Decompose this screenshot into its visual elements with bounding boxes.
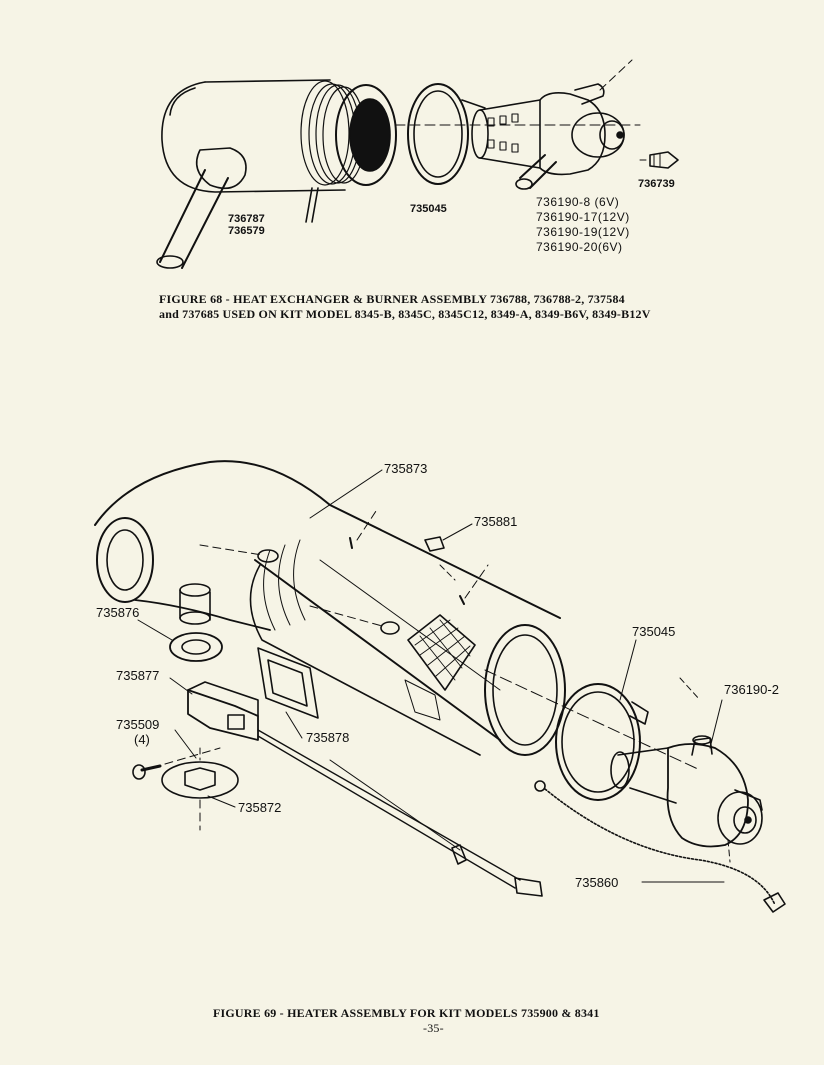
figure69-heater-drawing bbox=[94, 460, 786, 913]
part-736787-label: 736787 bbox=[228, 213, 265, 225]
part-735877-label: 735877 bbox=[116, 668, 159, 683]
part-735876-label: 735876 bbox=[96, 605, 139, 620]
figure68-caption-line2: and 737685 USED ON KIT MODEL 8345-B, 834… bbox=[159, 307, 651, 321]
part-736190-20-label: 736190-20(6V) bbox=[536, 240, 623, 254]
page-number: -35- bbox=[423, 1021, 444, 1035]
part-736579-label: 736579 bbox=[228, 225, 265, 237]
part-735045-label-fig69: 735045 bbox=[632, 624, 675, 639]
figure68-heat-exchanger-drawing bbox=[156, 59, 679, 269]
part-735873-label: 735873 bbox=[384, 461, 427, 476]
figure68-caption-line1: FIGURE 68 - HEAT EXCHANGER & BURNER ASSE… bbox=[159, 292, 625, 306]
figure68-part-labels: 736787 736579 735045 736739 736190-8 (6V… bbox=[228, 178, 675, 254]
part-735045-label: 735045 bbox=[410, 203, 447, 215]
part-735881-label: 735881 bbox=[474, 514, 517, 529]
part-735872-label: 735872 bbox=[238, 800, 281, 815]
figure69-caption: FIGURE 69 - HEATER ASSEMBLY FOR KIT MODE… bbox=[213, 1006, 600, 1020]
part-736739-label: 736739 bbox=[638, 178, 675, 190]
part-736190-19-label: 736190-19(12V) bbox=[536, 225, 630, 239]
part-735509-label: 735509 bbox=[116, 717, 159, 732]
part-736190-8-label: 736190-8 (6V) bbox=[536, 195, 619, 209]
part-735878-label: 735878 bbox=[306, 730, 349, 745]
figure69-part-labels: 735873 735881 735876 735045 736190-2 735… bbox=[96, 461, 779, 890]
leader-lines bbox=[137, 469, 725, 883]
part-735860-label: 735860 bbox=[575, 875, 618, 890]
part-736190-2-label: 736190-2 bbox=[724, 682, 779, 697]
part-736190-17-label: 736190-17(12V) bbox=[536, 210, 630, 224]
part-735509-qty-label: (4) bbox=[134, 732, 150, 747]
